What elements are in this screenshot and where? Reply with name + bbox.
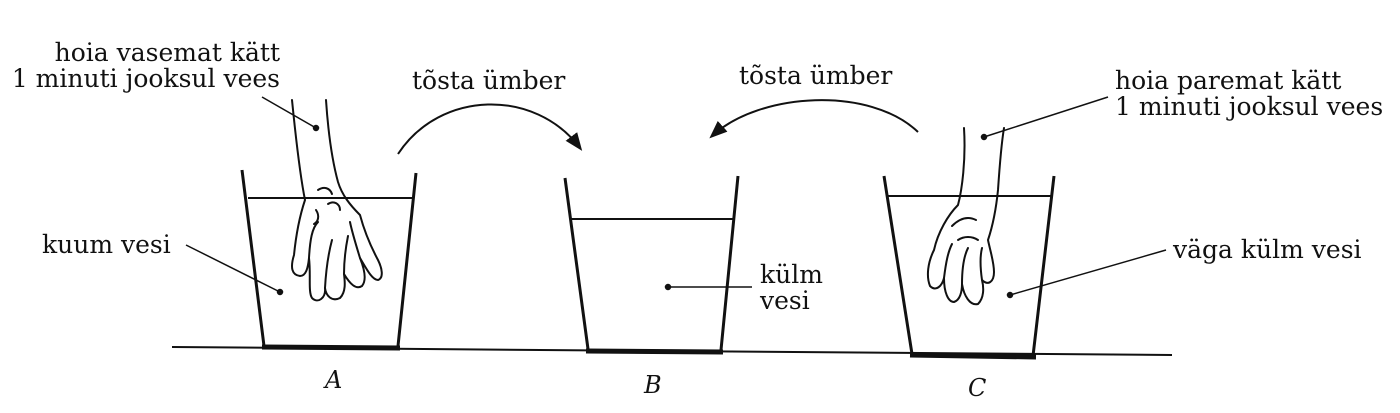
leader-line-right-instruction (983, 96, 1109, 138)
move-left-label: tõsta ümber (412, 66, 566, 95)
right-instruction-line-2: 1 minuti jooksul vees (1115, 92, 1384, 121)
container-c (882, 175, 1056, 360)
right-instruction-label: hoia paremat kätt 1 minuti jooksul vees (1115, 68, 1383, 120)
right-instruction-line-1: hoia paremat kätt (1115, 66, 1342, 95)
container-c-label: C (968, 374, 987, 402)
right-hand-icon (926, 127, 1005, 306)
left-hand-icon (291, 99, 383, 302)
leader-line-very-cold-water (1009, 249, 1167, 296)
left-instruction-line-1: hoia vasemat kätt (54, 38, 280, 67)
cold-water-line-2: vesi (760, 286, 810, 315)
container-a (240, 169, 418, 351)
container-a-label: A (325, 366, 343, 394)
move-arrow-right-to-middle (709, 99, 919, 139)
hot-water-label: kuum vesi (42, 230, 171, 259)
left-instruction-label: hoia vasemat kätt 1 minuti jooksul vees (12, 40, 280, 92)
move-arrow-left-to-middle (397, 103, 583, 155)
container-b-label: B (644, 371, 662, 399)
move-right-label: tõsta ümber (739, 61, 893, 90)
container-b (563, 175, 740, 355)
leader-line-left-instruction (261, 96, 317, 129)
cold-water-line-1: külm (760, 260, 823, 289)
cold-water-label: külm vesi (760, 262, 823, 314)
left-instruction-line-2: 1 minuti jooksul vees (11, 64, 280, 93)
very-cold-water-label: väga külm vesi (1173, 235, 1362, 264)
leader-line-hot-water (185, 244, 281, 293)
